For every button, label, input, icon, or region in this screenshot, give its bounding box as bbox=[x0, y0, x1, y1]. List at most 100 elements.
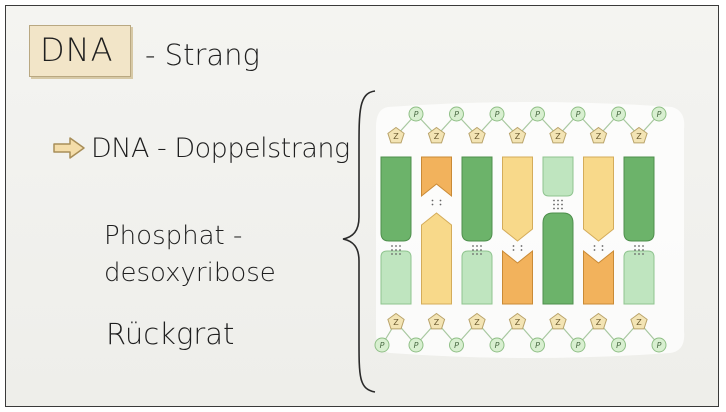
phosphate-label: P bbox=[657, 110, 662, 119]
hydrogen-bond-dot bbox=[439, 199, 442, 202]
hydrogen-bond-dot bbox=[472, 249, 474, 251]
hydrogen-bond-dot bbox=[553, 207, 555, 210]
hydrogen-bond-dot bbox=[472, 245, 474, 247]
arrow-right-icon bbox=[53, 137, 85, 159]
hydrogen-bond-dot bbox=[476, 249, 478, 251]
sugar-pentagon bbox=[589, 126, 608, 144]
hydrogen-bond-dot bbox=[561, 207, 563, 210]
phosphate-circle bbox=[651, 337, 667, 353]
whiteboard: DNA - Strang DNA - Doppelstrang Phosphat… bbox=[5, 5, 719, 407]
hydrogen-bond-dot bbox=[634, 249, 636, 251]
backbone-label-line3: Rückgrat bbox=[106, 317, 235, 351]
hydrogen-bond-dot bbox=[553, 199, 555, 202]
hydrogen-bond-dot bbox=[399, 253, 401, 255]
hydrogen-bond-dot bbox=[391, 253, 393, 255]
sugar-pentagon bbox=[427, 126, 446, 144]
sugar-label: Z bbox=[596, 132, 602, 141]
base-orange bbox=[421, 156, 452, 198]
sugar-label: Z bbox=[393, 318, 399, 327]
hydrogen-bond-dot bbox=[512, 245, 515, 247]
phosphate-label: P bbox=[535, 110, 540, 119]
backbone-label-line2: desoxyribose bbox=[104, 258, 276, 288]
hydrogen-bond-dot bbox=[634, 253, 636, 255]
base-light-green bbox=[380, 250, 412, 305]
base-light-green bbox=[542, 156, 574, 197]
phosphate-label: P bbox=[576, 110, 581, 119]
hydrogen-bond-dot bbox=[395, 249, 397, 251]
hydrogen-bond-dot bbox=[593, 249, 596, 251]
hydrogen-bond-dot bbox=[439, 203, 442, 206]
hydrogen-bond-dot bbox=[601, 245, 604, 247]
phosphate-circle bbox=[570, 106, 586, 122]
phosphate-circle bbox=[570, 337, 586, 353]
sugar-pentagon bbox=[468, 126, 486, 144]
double-strand-label: DNA - Doppelstrang bbox=[91, 133, 350, 164]
hydrogen-bond-dot bbox=[431, 203, 434, 206]
base-dark-green bbox=[542, 212, 574, 305]
sugar-pentagon bbox=[549, 126, 567, 144]
base-dark-green bbox=[380, 156, 412, 242]
phosphate-circle bbox=[611, 106, 626, 122]
hydrogen-bond-dot bbox=[593, 245, 596, 247]
sugar-label: Z bbox=[636, 132, 642, 141]
phosphate-circle bbox=[611, 337, 626, 353]
phosphate-circle bbox=[651, 106, 667, 122]
hydrogen-bond-dot bbox=[557, 207, 559, 210]
hydrogen-bond-dot bbox=[480, 253, 482, 255]
hydrogen-bond-dot bbox=[642, 245, 644, 247]
hydrogen-bond-dot bbox=[557, 203, 559, 206]
hydrogen-bond-dot bbox=[431, 199, 434, 202]
phosphate-label: P bbox=[576, 341, 581, 350]
sugar-pentagon bbox=[387, 312, 405, 330]
phosphate-circle bbox=[449, 337, 464, 353]
hydrogen-bond-dot bbox=[561, 199, 563, 202]
hydrogen-bond-dot bbox=[399, 245, 401, 247]
base-yellow bbox=[502, 156, 533, 242]
hydrogen-bond-dot bbox=[557, 199, 559, 202]
hydrogen-bond-dot bbox=[520, 245, 523, 247]
base-orange bbox=[502, 249, 533, 305]
phosphate-label: P bbox=[535, 341, 540, 350]
hydrogen-bond-dot bbox=[553, 203, 555, 206]
sugar-pentagon bbox=[630, 312, 648, 330]
hydrogen-bond-dot bbox=[395, 253, 397, 255]
phosphate-label: P bbox=[616, 341, 621, 350]
phosphate-label: P bbox=[380, 341, 385, 350]
hydrogen-bond-dot bbox=[399, 249, 401, 251]
base-light-green bbox=[623, 250, 655, 305]
backbone-label-line1: Phosphat - bbox=[104, 221, 243, 251]
hydrogen-bond-dot bbox=[512, 249, 515, 251]
base-dark-green bbox=[461, 156, 493, 242]
base-light-green bbox=[461, 250, 493, 305]
sugar-label: Z bbox=[434, 132, 440, 141]
hydrogen-bond-dot bbox=[601, 249, 604, 251]
sugar-pentagon bbox=[508, 126, 527, 144]
title-rest-text: - Strang bbox=[145, 38, 260, 72]
phosphate-label: P bbox=[616, 110, 621, 119]
sugar-pentagon bbox=[468, 312, 486, 330]
hydrogen-bond-dot bbox=[391, 249, 393, 251]
hydrogen-bond-dot bbox=[395, 245, 397, 247]
phosphate-label: P bbox=[414, 341, 419, 350]
base-yellow bbox=[583, 156, 614, 242]
hydrogen-bond-dot bbox=[642, 253, 644, 255]
hydrogen-bond-dot bbox=[634, 245, 636, 247]
phosphate-circle bbox=[530, 106, 545, 122]
hydrogen-bond-dot bbox=[476, 253, 478, 255]
phosphate-circle bbox=[449, 106, 464, 122]
hydrogen-bond-dot bbox=[561, 203, 563, 206]
sugar-pentagon bbox=[508, 312, 527, 330]
phosphate-circle bbox=[489, 106, 505, 122]
phosphate-label: P bbox=[454, 341, 459, 350]
hydrogen-bond-dot bbox=[391, 245, 393, 247]
sugar-pentagon bbox=[589, 312, 608, 330]
sugar-pentagon bbox=[630, 126, 648, 144]
phosphate-circle bbox=[489, 337, 505, 353]
sugar-pentagon bbox=[427, 312, 446, 330]
phosphate-circle bbox=[530, 337, 545, 353]
sugar-label: Z bbox=[515, 132, 521, 141]
base-dark-green bbox=[623, 156, 655, 242]
hydrogen-bond-dot bbox=[480, 249, 482, 251]
phosphate-label: P bbox=[495, 341, 500, 350]
